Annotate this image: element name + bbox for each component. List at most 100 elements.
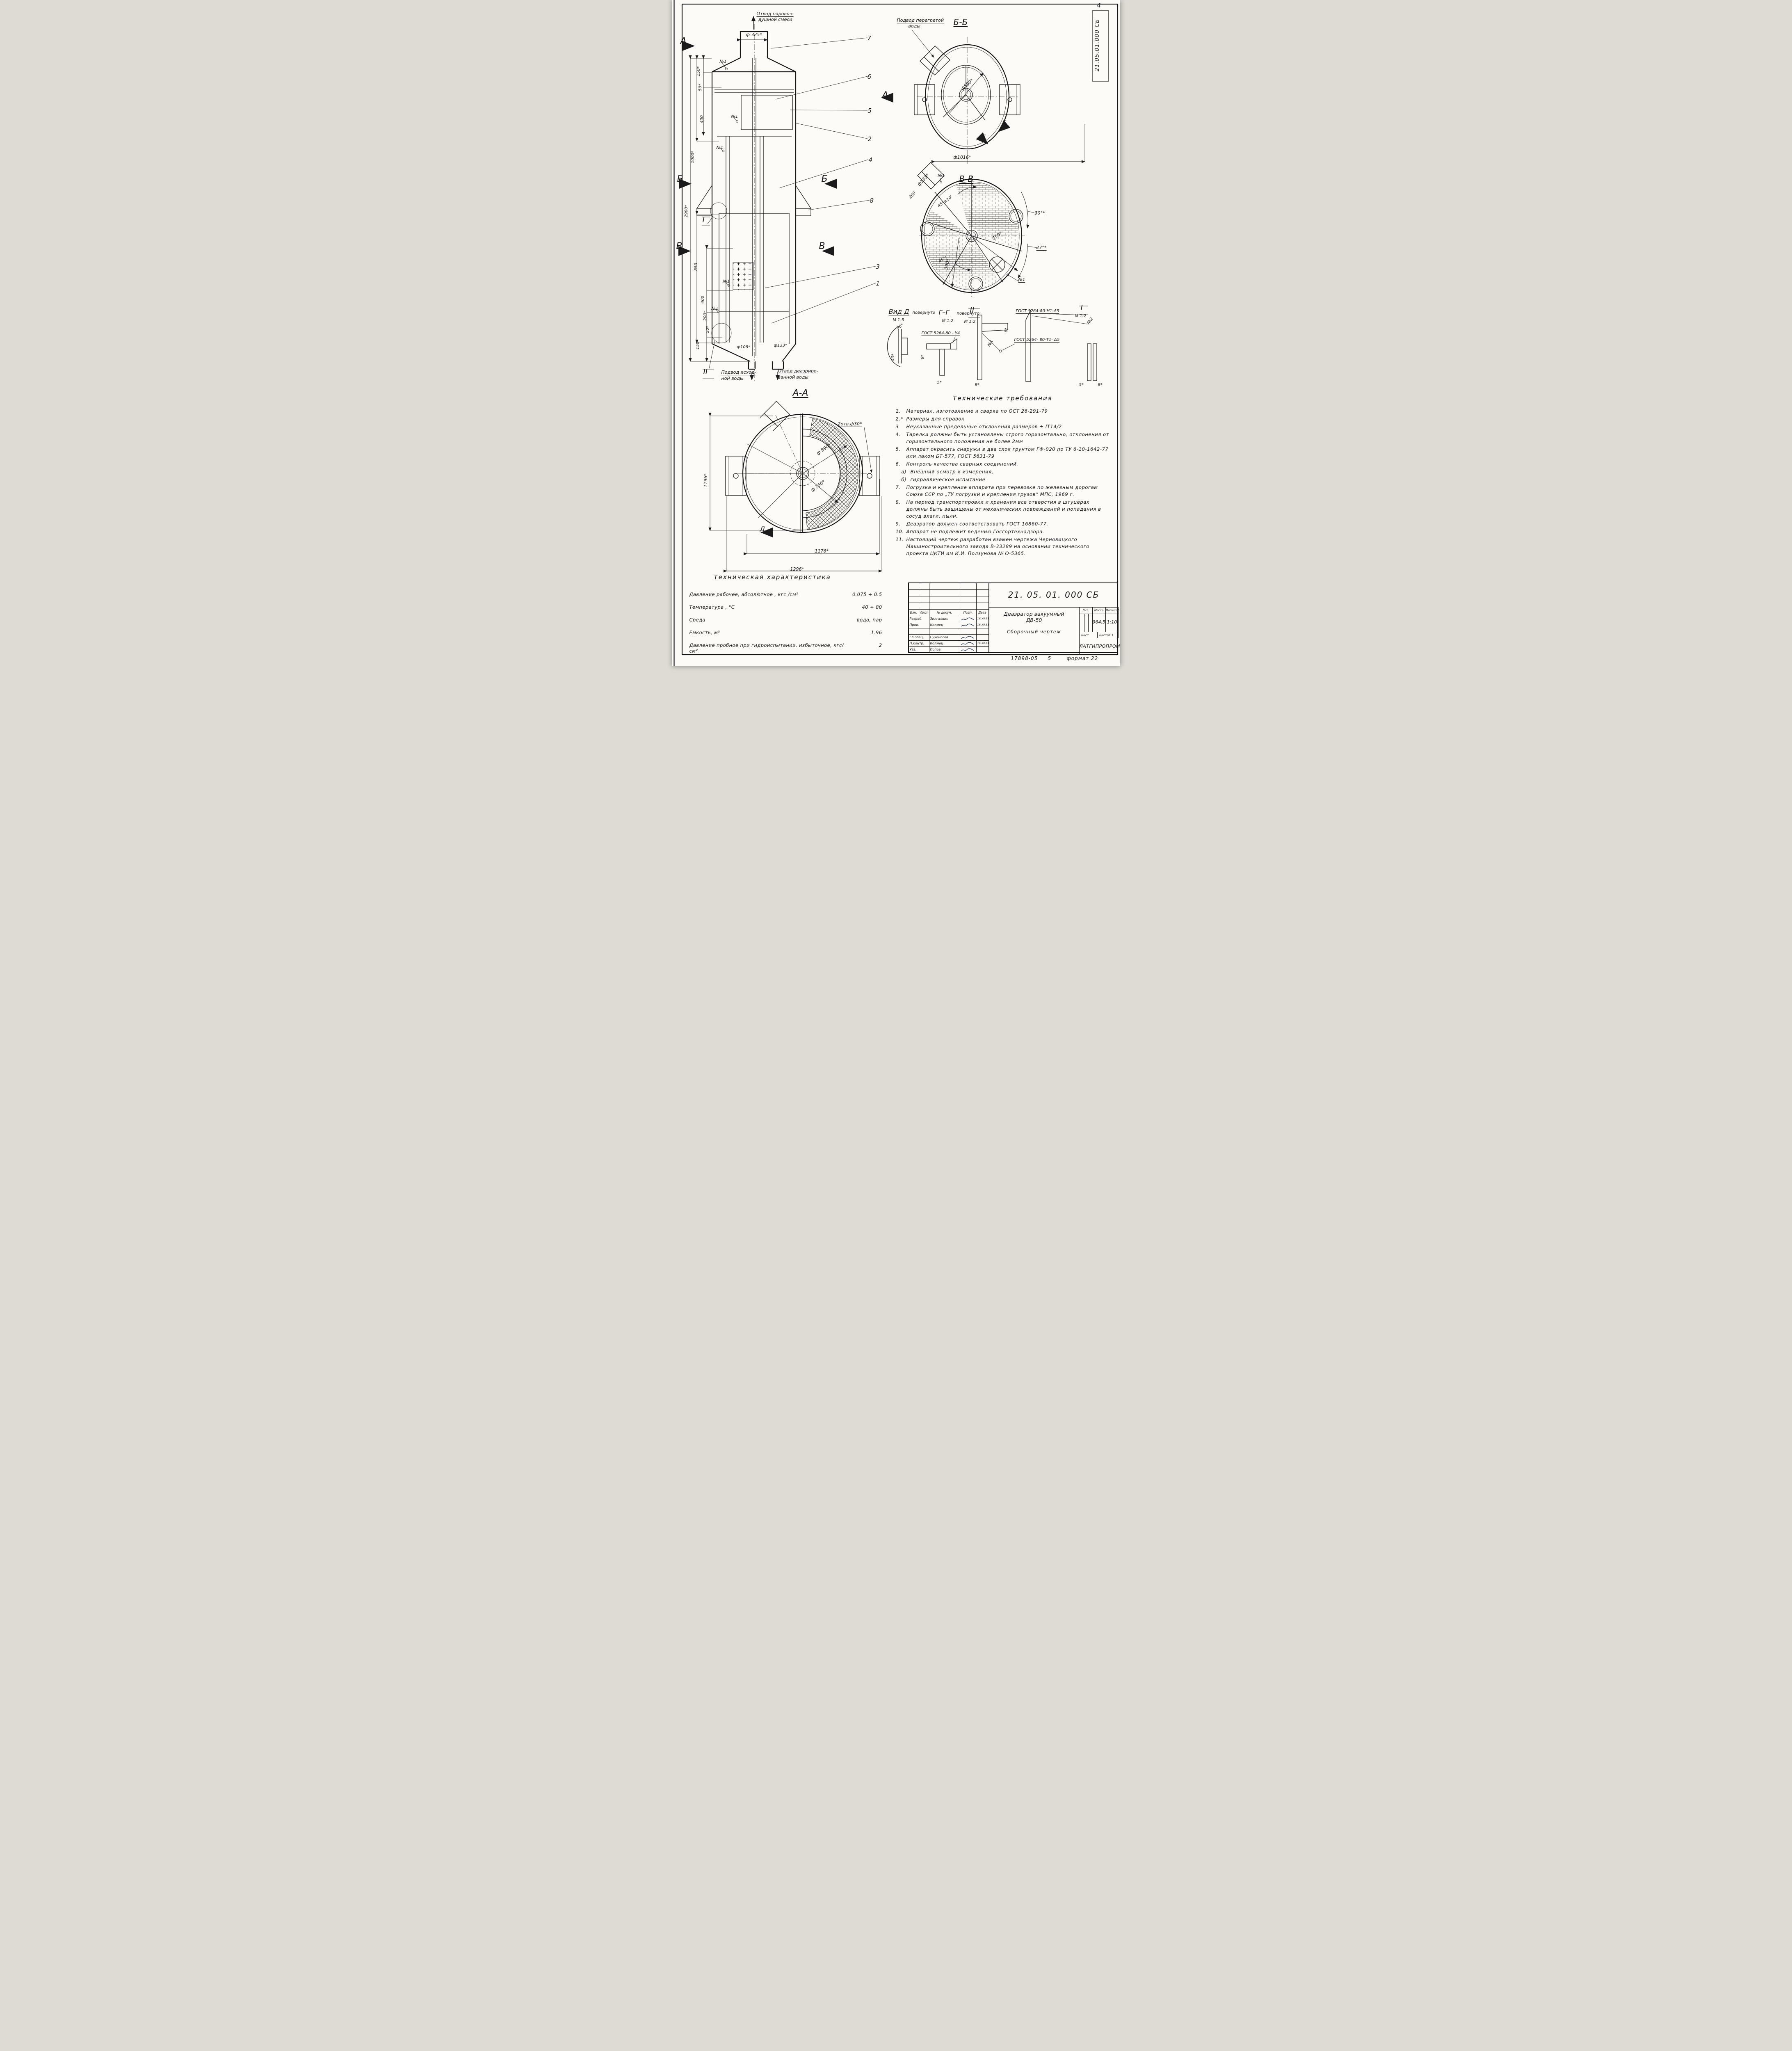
characteristic-value: 1.96 [871,630,882,635]
dim-8: 8* [975,383,979,387]
dim-8b: 8* [1004,327,1009,332]
role-label: Гл.спец. [909,635,929,641]
main-view [678,16,893,382]
dim-40: 40* [890,354,895,361]
signature [960,622,977,628]
mass-label: Масса [1093,608,1106,614]
dim-angle-30: 30°* [1034,210,1045,216]
requirement-number: 11. [895,537,904,543]
organization: ЛАТГИПРОПРОМ [1079,644,1120,649]
requirement-text: Тарелки должны быть установлены строго г… [906,432,1109,445]
col-list: Лист [919,610,929,616]
dim-5b: 5* [1079,383,1084,387]
requirement-number: 1. [895,408,901,414]
revision-cell [929,596,960,603]
requirement-item: 8.На период транспортировки и хранения в… [896,499,1110,520]
product-name: Деаэратор вакуумный [1004,611,1064,617]
lit-divider [1088,614,1089,632]
view-title-bb: Б-Б [953,17,968,27]
role-label: Утв. [909,647,929,653]
dim-f133: ф133* [774,343,788,348]
sheets-label: Листов 1 [1098,632,1119,638]
dim-f108: ф108* [737,345,751,349]
footer-sheet-count: 5 [1048,655,1052,661]
dim-50: 50* [698,84,703,91]
requirement-item: 1.Материал, изготовление и сварка по ОСТ… [896,408,1110,415]
requirement-item: 7.Погрузка и крепление аппарата при пере… [896,484,1110,498]
detail-mark-2: II [703,368,708,376]
revision-cell [929,590,960,596]
sign-date [976,647,989,653]
view-title-vv: В-В [959,174,974,184]
scale-1-2: М 1:2 [964,320,976,324]
requirement-item: 10.Аппарат не подлежит ведению Госгортех… [896,528,1110,535]
lit-value [1080,614,1093,632]
dim-f1016: ф1016* [953,155,971,160]
characteristic-row: Давление пробное при гидроиспытании, изб… [689,642,882,654]
weld-gost-t1: ГОСТ 5264- 80-Т1- Δ5 [1014,338,1060,342]
sheet-row: Лист Листов 1 [1079,632,1119,638]
dim-200-vv: 200 [908,191,917,200]
dim-400b: 400 [700,295,705,304]
requirement-number: 6. [895,461,901,467]
technical-characteristics-title: Техническая характеристика [714,573,831,581]
col-data: Дата [977,610,989,616]
signature [960,647,977,653]
dim-150: 150* [696,66,701,76]
section-mark-b-right: Б [821,174,828,184]
lit-mass-scale-headers: Лит. Масса Масштаб [1079,608,1119,614]
document-number: 21. 05. 01. 000 СБ [988,583,1119,607]
lit-label: Лит. [1080,608,1093,614]
drawing-linework: .s3{stroke:#111;stroke-width:3;fill:none… [673,0,1118,666]
sign-date: 16.XII.81 [976,622,989,628]
label-vapor-air-outlet-2: душной смеси [758,17,792,22]
revision-cell [960,596,977,603]
characteristic-row: Емкость, м³ 1.96 [689,630,882,635]
scale-1-2: М 1:2 [1075,314,1087,318]
dim-6: 6* [920,354,925,359]
view-title-d-rotated: повернуто [912,311,935,315]
detail-title-1: I [1080,304,1083,312]
requirement-number: 2.* [895,416,904,422]
section-mark-v-left: В [676,241,683,251]
title-block: Изм. Лист № докум. Подп. Дата Разраб.Зил… [908,582,1120,654]
weld-gost-u4: ГОСТ 5264-80 - У4 [921,331,960,336]
revision-cell [929,603,960,610]
dim-1196: 1196* [703,473,708,488]
revision-cell [960,603,977,610]
section-vv-view [917,162,1037,298]
sign-date: 16.XII.81 [976,616,989,622]
label-feed-water-inlet-2: ной воды [721,376,744,381]
part-number-8: 8 [870,197,874,204]
weld-callout: №1 [731,114,738,119]
revision-cell [976,603,989,610]
revision-cell [960,590,977,596]
characteristic-label: Давление рабочее, абсолютное , кгс /см² [689,592,799,597]
scale-1-5: М 1:5 [893,318,904,322]
person-name [929,628,960,635]
sign-date [976,635,989,641]
weld-callout: №1 [986,339,994,347]
detail-title-2: II [970,306,975,315]
dim-2900: 2900* [684,205,689,217]
dim-f590: ф590* [959,78,975,91]
label-deaerated-water-outlet-2: ванной воды [778,375,809,380]
role-label: Пров. [909,622,929,628]
part-number-5: 5 [867,107,872,114]
characteristic-label: Среда [689,617,705,623]
col-izm: Изм. [909,610,919,616]
label-feed-water-inlet: Подвод исход- [721,370,756,375]
dim-f890: ф 890* [815,442,832,456]
person-name: Зилгалвис [929,616,960,622]
part-number-2: 2 [867,135,872,143]
sheet-label: Лист [1080,632,1098,638]
corner-doc-number: 21.05.01.000 СБ [1093,18,1100,72]
characteristic-label: Емкость, м³ [689,630,720,635]
requirement-text: Аппарат окрасить снаружи в два слоя грун… [906,446,1109,459]
dim-f325: ф 325* [746,32,762,37]
product-name-cell: Деаэратор вакуумный ДВ-50 Сборочный черт… [988,607,1079,654]
footer-format: формат 22 [1066,655,1098,661]
